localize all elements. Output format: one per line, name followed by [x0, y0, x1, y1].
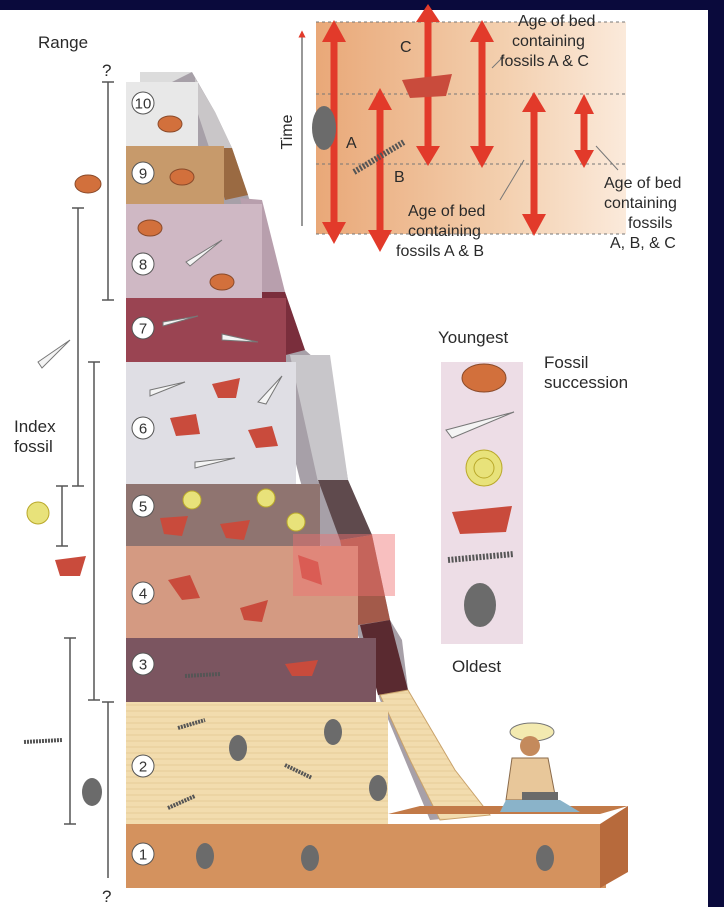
ammonite-icon	[183, 491, 201, 509]
ammonite-icon	[287, 513, 305, 531]
clam-icon	[138, 220, 162, 236]
fossil-c-label: C	[400, 39, 412, 56]
fossil-succession-title-line2: succession	[544, 373, 628, 392]
svg-text:2: 2	[139, 759, 147, 776]
time-axis-label: Time	[279, 114, 296, 149]
svg-text:Age of bed: Age of bed	[518, 13, 595, 30]
trilobite-icon	[82, 778, 102, 806]
svg-text:containing: containing	[604, 195, 677, 212]
fossil-a-label: A	[346, 135, 357, 152]
bed-number-5: 5	[132, 495, 154, 517]
trilobite-icon	[229, 735, 247, 761]
clam-icon	[158, 116, 182, 132]
belemnite-icon	[38, 340, 70, 368]
bed-number-10: 10	[132, 92, 154, 114]
bed-number-7: 7	[132, 317, 154, 339]
svg-text:1: 1	[139, 847, 147, 864]
range-label: Range	[38, 33, 88, 52]
svg-text:fossils: fossils	[628, 215, 672, 232]
svg-text:10: 10	[135, 96, 152, 113]
range-bars	[56, 82, 114, 878]
index-fossil-label-line2: fossil	[14, 437, 53, 456]
trilobite-icon	[312, 106, 336, 150]
label-fossils-ab: Age of bed containing fossils A & B	[396, 203, 485, 260]
bed-number-1: 1	[132, 843, 154, 865]
svg-text:A, B, & C: A, B, & C	[610, 235, 676, 252]
range-bottom-mark: ?	[102, 887, 111, 906]
bed-number-9: 9	[132, 162, 154, 184]
bed-3	[126, 638, 376, 702]
svg-text:Age of bed: Age of bed	[604, 175, 681, 192]
oldest-label: Oldest	[452, 657, 501, 676]
highlight-box	[293, 534, 395, 596]
clam-icon	[210, 274, 234, 290]
trilobite-icon	[196, 843, 214, 869]
clam-icon	[170, 169, 194, 185]
trilobite-icon	[301, 845, 319, 871]
bed-number-4: 4	[132, 582, 154, 604]
svg-text:9: 9	[139, 166, 147, 183]
svg-text:Age of bed: Age of bed	[408, 203, 485, 220]
range-top-mark: ?	[102, 61, 111, 80]
bed-2	[126, 702, 388, 824]
ammonite-icon	[27, 502, 49, 524]
geologist-figure	[500, 723, 580, 812]
trilobite-icon	[369, 775, 387, 801]
bed-number-6: 6	[132, 417, 154, 439]
svg-text:containing: containing	[408, 223, 481, 240]
svg-text:5: 5	[139, 499, 147, 516]
bed-number-2: 2	[132, 755, 154, 777]
svg-text:3: 3	[139, 657, 147, 674]
clam-icon	[462, 364, 506, 392]
clam-icon	[75, 175, 101, 193]
trilobite-icon	[324, 719, 342, 745]
svg-text:4: 4	[139, 586, 147, 603]
bed-10	[126, 82, 198, 146]
graptolite-icon	[24, 740, 62, 742]
bed-number-8: 8	[132, 253, 154, 275]
fossil-succession-title-line1: Fossil	[544, 353, 588, 372]
svg-text:6: 6	[139, 421, 147, 438]
svg-text:fossils A & C: fossils A & C	[500, 53, 589, 70]
range-fossils	[24, 175, 102, 806]
index-fossil-label-line1: Index	[14, 417, 56, 436]
svg-text:7: 7	[139, 321, 147, 338]
youngest-label: Youngest	[438, 328, 509, 347]
ammonite-icon	[257, 489, 275, 507]
bed-8	[126, 204, 262, 298]
trilobite-icon	[464, 583, 496, 627]
fossil-succession	[441, 362, 523, 644]
brachiopod-icon	[55, 556, 86, 576]
bed-number-3: 3	[132, 653, 154, 675]
fossil-b-label: B	[394, 169, 405, 186]
svg-text:8: 8	[139, 257, 147, 274]
trilobite-icon	[536, 845, 554, 871]
svg-text:fossils A & B: fossils A & B	[396, 243, 484, 260]
ammonite-icon	[466, 450, 502, 486]
svg-text:containing: containing	[512, 33, 585, 50]
